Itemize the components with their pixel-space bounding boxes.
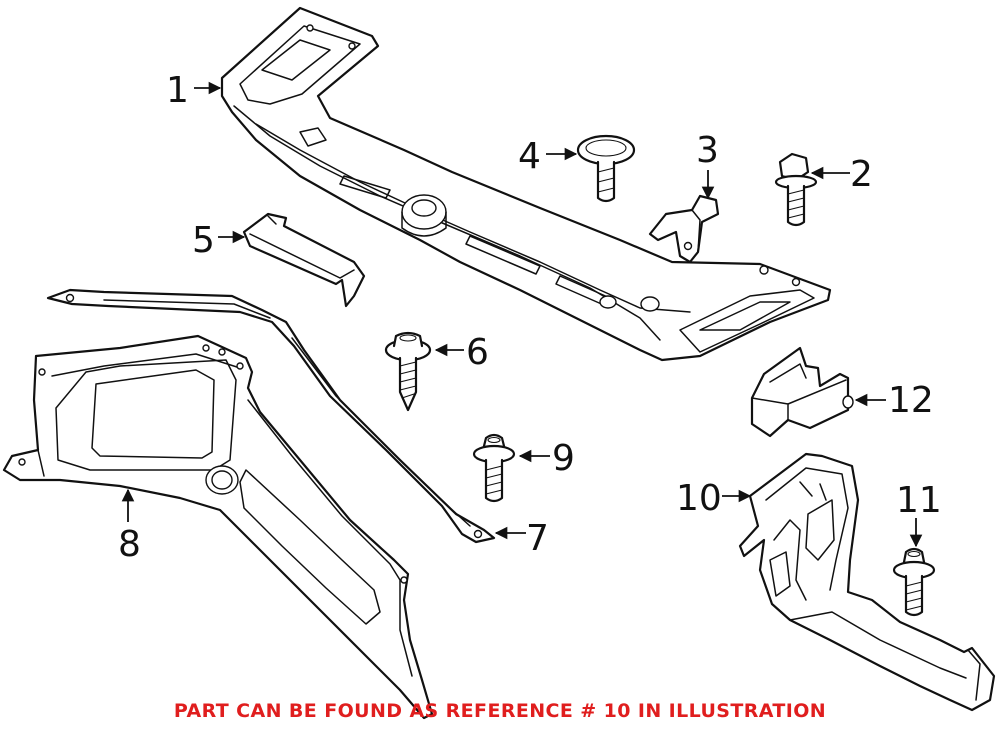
callout-5: 5 — [192, 220, 215, 261]
reference-note: PART CAN BE FOUND AS REFERENCE # 10 IN I… — [173, 700, 827, 722]
callout-11: 11 — [896, 480, 942, 521]
callout-3: 3 — [696, 130, 719, 171]
callout-4: 4 — [518, 136, 541, 177]
callout-6: 6 — [466, 332, 489, 373]
part-8-lower-brace — [2, 334, 434, 720]
part-12-block-bracket — [750, 346, 854, 438]
part-7-strut — [46, 288, 496, 544]
callout-8: 8 — [118, 524, 141, 565]
callout-2: 2 — [850, 154, 873, 195]
part-1-upper-support — [220, 6, 832, 362]
callout-10: 10 — [676, 478, 722, 519]
part-6-screw — [384, 331, 432, 412]
callout-1: 1 — [166, 70, 189, 111]
part-3-bracket — [648, 194, 720, 264]
callout-7: 7 — [526, 518, 549, 559]
callout-12: 12 — [888, 380, 934, 421]
leader-lines — [121, 81, 923, 548]
part-2-hex-bolt — [774, 152, 818, 227]
part-5-bar-bracket — [242, 212, 366, 308]
part-11-bolt — [892, 547, 936, 617]
part-9-flange-screw — [472, 433, 516, 503]
part-10-side-bracket — [738, 452, 996, 712]
callout-9: 9 — [552, 438, 575, 479]
part-4-push-clip — [576, 134, 636, 203]
callout-labels: 1 2 3 4 5 6 7 8 9 10 11 12 — [118, 70, 942, 565]
